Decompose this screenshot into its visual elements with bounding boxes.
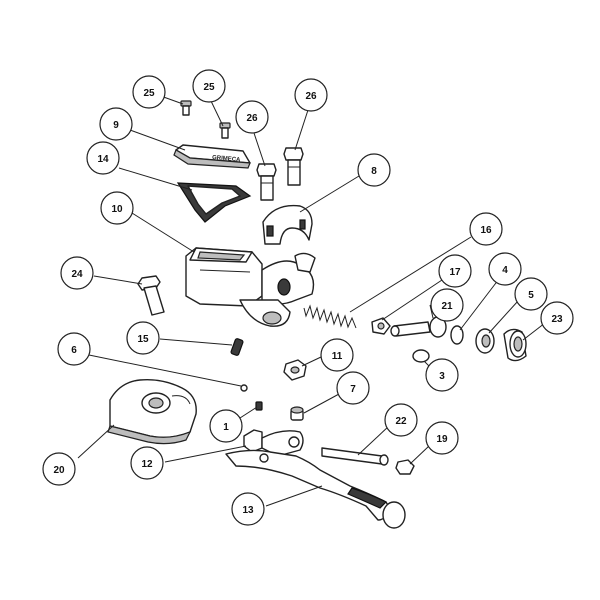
callout-label: 12 [141, 459, 153, 470]
callout-3: 3 [425, 358, 459, 392]
callout-label: 17 [449, 267, 461, 278]
callout-14: 14 [86, 141, 120, 175]
part-10-master-cylinder-body [185, 247, 316, 327]
callout-23: 23 [540, 301, 574, 335]
callout-label: 23 [551, 314, 563, 325]
callout-20: 20 [42, 452, 76, 486]
callout-label: 26 [246, 113, 258, 124]
callout-label: 19 [436, 434, 448, 445]
callout-17: 17 [438, 254, 472, 288]
callout-label: 25 [203, 82, 215, 93]
part-13-brake-lever [225, 449, 406, 529]
callout-24: 24 [60, 256, 94, 290]
part-7-bushing [290, 406, 304, 421]
callout-12: 12 [130, 446, 164, 480]
callout-8: 8 [357, 153, 391, 187]
callout-label: 4 [502, 265, 508, 276]
part-14-diaphragm [176, 182, 252, 223]
part-11-nut [283, 359, 307, 381]
callout-label: 5 [528, 290, 534, 301]
callout-16: 16 [469, 212, 503, 246]
callout-label: 22 [395, 416, 407, 427]
callout-13: 13 [231, 492, 265, 526]
callout-9: 9 [99, 107, 133, 141]
part-9-reservoir-cap: GRIMECA [173, 144, 251, 169]
callout-label: 15 [137, 334, 149, 345]
part-24-bolt [137, 275, 165, 316]
callout-label: 10 [111, 204, 123, 215]
callout-label: 1 [223, 422, 229, 433]
callout-25-right: 25 [192, 69, 226, 103]
callout-label: 9 [113, 120, 119, 131]
callout-7: 7 [336, 371, 370, 405]
part-5-seal [475, 328, 495, 354]
callout-label: 25 [143, 88, 155, 99]
callout-label: 13 [242, 505, 254, 516]
callout-label: 3 [439, 371, 445, 382]
callout-19: 19 [425, 421, 459, 455]
callout-label: 26 [305, 91, 317, 102]
callout-4: 4 [488, 252, 522, 286]
callout-26-left: 26 [235, 100, 269, 134]
part-26-bolt-left [256, 163, 277, 201]
callout-11: 11 [320, 338, 354, 372]
part-17-washer [371, 317, 391, 335]
callout-10: 10 [100, 191, 134, 225]
callout-label: 20 [53, 465, 65, 476]
callout-5: 5 [514, 277, 548, 311]
part-25-screw-right [219, 122, 231, 139]
part-20-lever-cover [107, 378, 197, 445]
callout-22: 22 [384, 403, 418, 437]
part-4-o-ring [450, 325, 464, 345]
leader-lines [77, 94, 546, 507]
part-16-spring [303, 304, 357, 329]
callout-label: 7 [350, 384, 356, 395]
callout-label: 21 [441, 301, 453, 312]
part-15-set-screw [230, 338, 244, 356]
part-25-screw-left [180, 100, 192, 116]
part-1-set-screw [255, 401, 263, 411]
callout-label: 16 [480, 225, 492, 236]
callout-1: 1 [209, 409, 243, 443]
reservoir-cap-logo: GRIMECA [212, 155, 241, 164]
callout-6: 6 [57, 332, 91, 366]
callout-26-right: 26 [294, 78, 328, 112]
part-19-screw [395, 459, 415, 475]
part-26-bolt-right [283, 147, 304, 186]
part-6-ball [240, 384, 248, 392]
callout-15: 15 [126, 321, 160, 355]
part-3-o-ring [412, 349, 430, 363]
part-23-boot [503, 328, 527, 362]
callout-label: 8 [371, 166, 377, 177]
callout-label: 6 [71, 345, 77, 356]
callout-label: 14 [97, 154, 109, 165]
callout-label: 11 [332, 351, 343, 362]
part-8-clamp [262, 204, 313, 245]
callout-25-left: 25 [132, 75, 166, 109]
part-22-pivot-pin [321, 447, 389, 466]
part-21-piston [390, 316, 447, 338]
callout-21: 21 [430, 288, 464, 322]
callout-label: 24 [71, 269, 83, 280]
